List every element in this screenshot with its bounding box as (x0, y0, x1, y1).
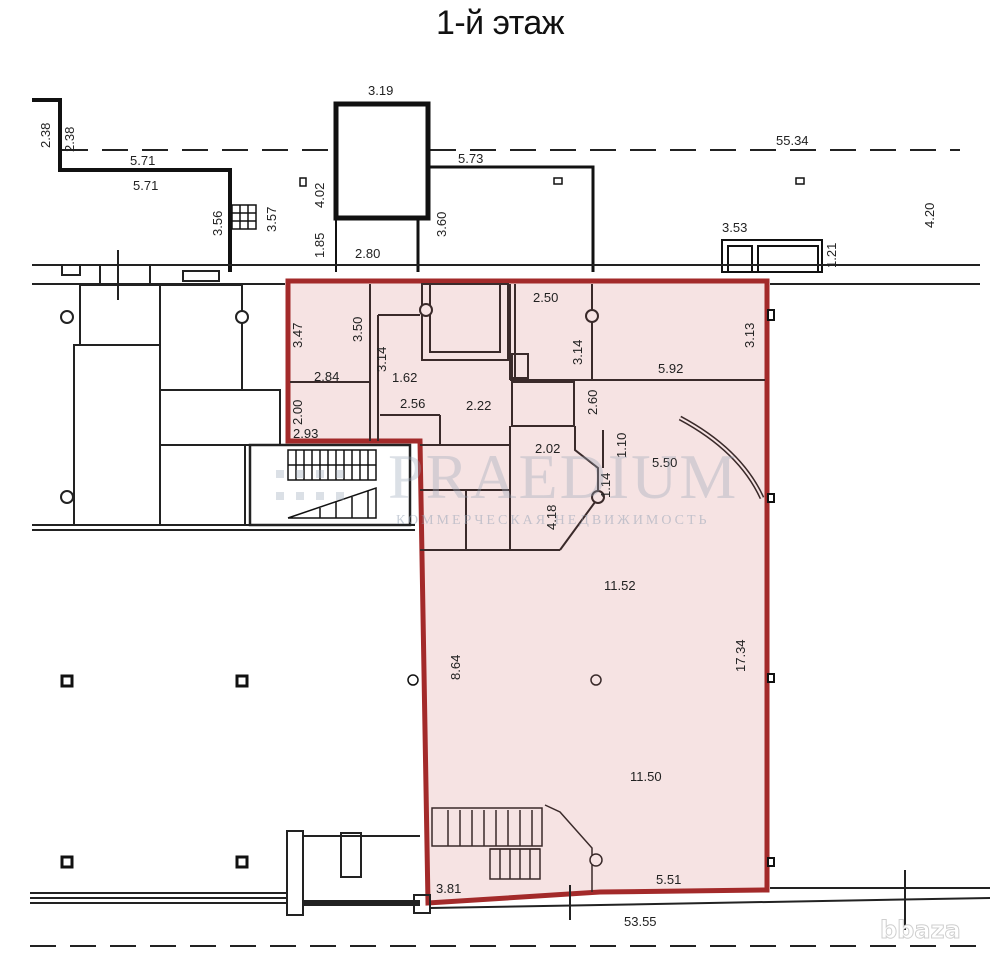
svg-text:1.14: 1.14 (598, 473, 613, 498)
axis-lines (30, 149, 990, 947)
svg-text:2.00: 2.00 (290, 400, 305, 425)
facade-bottom (30, 830, 991, 930)
svg-text:5.92: 5.92 (658, 361, 683, 376)
svg-text:2.93: 2.93 (293, 426, 318, 441)
site-badge: bbaza (880, 916, 961, 944)
svg-text:3.53: 3.53 (722, 220, 747, 235)
svg-text:3.56: 3.56 (210, 211, 225, 236)
svg-text:2.02: 2.02 (535, 441, 560, 456)
small-stair (231, 204, 257, 230)
svg-text:55.34: 55.34 (776, 133, 809, 148)
watermark-logo-icon (276, 470, 344, 500)
columns (60, 177, 805, 869)
svg-text:5.73: 5.73 (458, 151, 483, 166)
svg-text:5.51: 5.51 (656, 872, 681, 887)
bottom-staircase (431, 804, 603, 892)
svg-text:53.55: 53.55 (624, 914, 657, 929)
svg-text:11.50: 11.50 (630, 769, 662, 784)
svg-text:3.60: 3.60 (434, 212, 449, 237)
dimension-labels: 2.38 2.38 5.71 5.71 3.56 3.57 3.19 4.02 … (38, 83, 937, 929)
svg-text:4.20: 4.20 (922, 203, 937, 228)
svg-text:11.52: 11.52 (604, 578, 636, 593)
svg-text:2.38: 2.38 (62, 127, 77, 152)
watermark-tagline: КОММЕРЧЕСКАЯ НЕДВИЖИМОСТЬ (396, 513, 710, 528)
svg-text:5.50: 5.50 (652, 455, 677, 470)
svg-text:3.19: 3.19 (368, 83, 393, 98)
svg-text:2.38: 2.38 (38, 123, 53, 148)
left-staircase (287, 449, 377, 519)
svg-text:2.22: 2.22 (466, 398, 491, 413)
svg-text:3.13: 3.13 (742, 323, 757, 348)
interior-walls (290, 283, 765, 551)
svg-text:1.62: 1.62 (392, 370, 417, 385)
svg-text:1.10: 1.10 (614, 433, 629, 458)
svg-text:2.80: 2.80 (355, 246, 380, 261)
svg-text:3.14: 3.14 (374, 347, 389, 372)
svg-text:2.60: 2.60 (585, 390, 600, 415)
upper-walls (32, 98, 823, 273)
svg-text:3.14: 3.14 (570, 340, 585, 365)
svg-text:3.47: 3.47 (290, 323, 305, 348)
svg-text:4.18: 4.18 (544, 505, 559, 530)
left-rooms (32, 284, 415, 531)
svg-text:3.81: 3.81 (436, 881, 461, 896)
svg-text:8.64: 8.64 (448, 655, 463, 680)
svg-text:4.02: 4.02 (312, 183, 327, 208)
svg-text:2.50: 2.50 (533, 290, 558, 305)
watermark: PRAEDIUM КОММЕРЧЕСКАЯ НЕДВИЖИМОСТЬ (276, 441, 738, 528)
svg-text:3.57: 3.57 (264, 207, 279, 232)
svg-text:1.21: 1.21 (824, 243, 839, 268)
svg-text:1.85: 1.85 (312, 233, 327, 258)
watermark-brand: PRAEDIUM (388, 441, 738, 512)
highlighted-premises[interactable] (285, 278, 770, 906)
svg-text:2.84: 2.84 (314, 369, 339, 384)
svg-text:5.71: 5.71 (133, 178, 158, 193)
svg-text:2.56: 2.56 (400, 396, 425, 411)
floor-title: 1-й этаж (435, 4, 565, 42)
svg-text:3.50: 3.50 (350, 317, 365, 342)
svg-text:5.71: 5.71 (130, 153, 155, 168)
svg-text:17.34: 17.34 (733, 639, 748, 672)
